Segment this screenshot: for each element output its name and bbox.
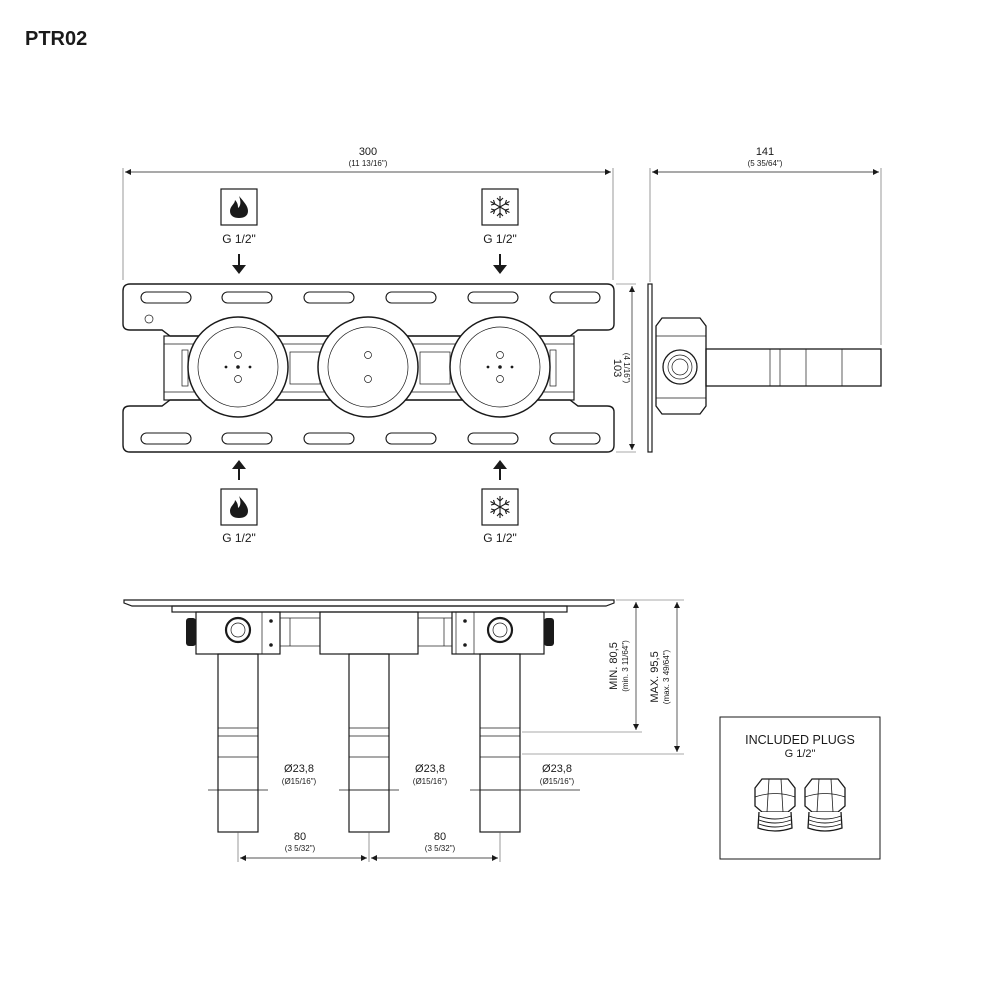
drawing-title: PTR02 bbox=[25, 28, 87, 50]
pipe-right bbox=[479, 653, 521, 833]
depth-dimension-inch: (5 35/64") bbox=[748, 159, 783, 168]
front-view: 300 (11 13/16") bbox=[122, 146, 636, 545]
width-dimension-inch: (11 13/16") bbox=[349, 159, 388, 168]
valve-center bbox=[317, 316, 419, 418]
inlet-cold-top-label: G 1/2" bbox=[483, 232, 517, 246]
inlet-hot-top: G 1/2" bbox=[220, 188, 258, 274]
pipe-diameter-left-inch: (Ø15/16") bbox=[282, 777, 317, 786]
included-plugs-box: INCLUDED PLUGS G 1/2" bbox=[719, 716, 881, 860]
pipe-diameter-left: Ø23,8 bbox=[284, 763, 314, 775]
spacing-left: 80 bbox=[294, 831, 306, 843]
pipe-center bbox=[348, 653, 390, 833]
height-dimension-inch: (4 1/16") bbox=[622, 353, 631, 384]
spacing-right: 80 bbox=[434, 831, 446, 843]
spacing-left-inch: (3 5/32") bbox=[285, 844, 316, 853]
depth-dimension: 141 bbox=[756, 146, 774, 158]
inlet-cold-bottom: G 1/2" bbox=[481, 460, 519, 545]
flame-icon bbox=[230, 196, 248, 218]
pipe-diameter-center-inch: (Ø15/16") bbox=[413, 777, 448, 786]
inlet-hot-top-label: G 1/2" bbox=[222, 232, 256, 246]
height-dimension: 103 bbox=[611, 359, 623, 377]
plug-right bbox=[804, 778, 846, 832]
valve-left bbox=[187, 316, 289, 418]
pipe-left bbox=[217, 653, 259, 833]
plug-left bbox=[754, 778, 796, 832]
min-depth-inch: (min. 3 11/64") bbox=[621, 640, 630, 692]
pipe-diameter-right: Ø23,8 bbox=[542, 763, 572, 775]
inlet-hot-bottom: G 1/2" bbox=[220, 460, 258, 545]
max-depth-inch: (max. 3 49/64") bbox=[662, 649, 671, 704]
pipe-diameter-center: Ø23,8 bbox=[415, 763, 445, 775]
side-view: 141 (5 35/64") bbox=[647, 146, 882, 453]
width-dimension: 300 bbox=[359, 146, 377, 158]
inlet-cold-top: G 1/2" bbox=[481, 188, 519, 274]
valve-housing-right bbox=[451, 611, 554, 655]
spacing-right-inch: (3 5/32") bbox=[425, 844, 456, 853]
max-depth: MAX. 95,5 bbox=[649, 651, 661, 702]
plugs-title: INCLUDED PLUGS bbox=[745, 733, 855, 747]
snowflake-icon bbox=[490, 496, 510, 518]
pipe-diameter-right-inch: (Ø15/16") bbox=[540, 777, 575, 786]
valve-right bbox=[449, 316, 551, 418]
plan-view: Ø23,8 (Ø15/16") Ø23,8 (Ø15/16") Ø23,8 (Ø… bbox=[123, 599, 684, 862]
inlet-hot-bottom-label: G 1/2" bbox=[222, 531, 256, 545]
valve-housing-left bbox=[186, 611, 281, 655]
flame-icon bbox=[230, 496, 248, 518]
inlet-cold-bottom-label: G 1/2" bbox=[483, 531, 517, 545]
plugs-size: G 1/2" bbox=[785, 748, 816, 760]
min-depth: MIN. 80,5 bbox=[608, 642, 620, 690]
snowflake-icon bbox=[490, 196, 510, 218]
